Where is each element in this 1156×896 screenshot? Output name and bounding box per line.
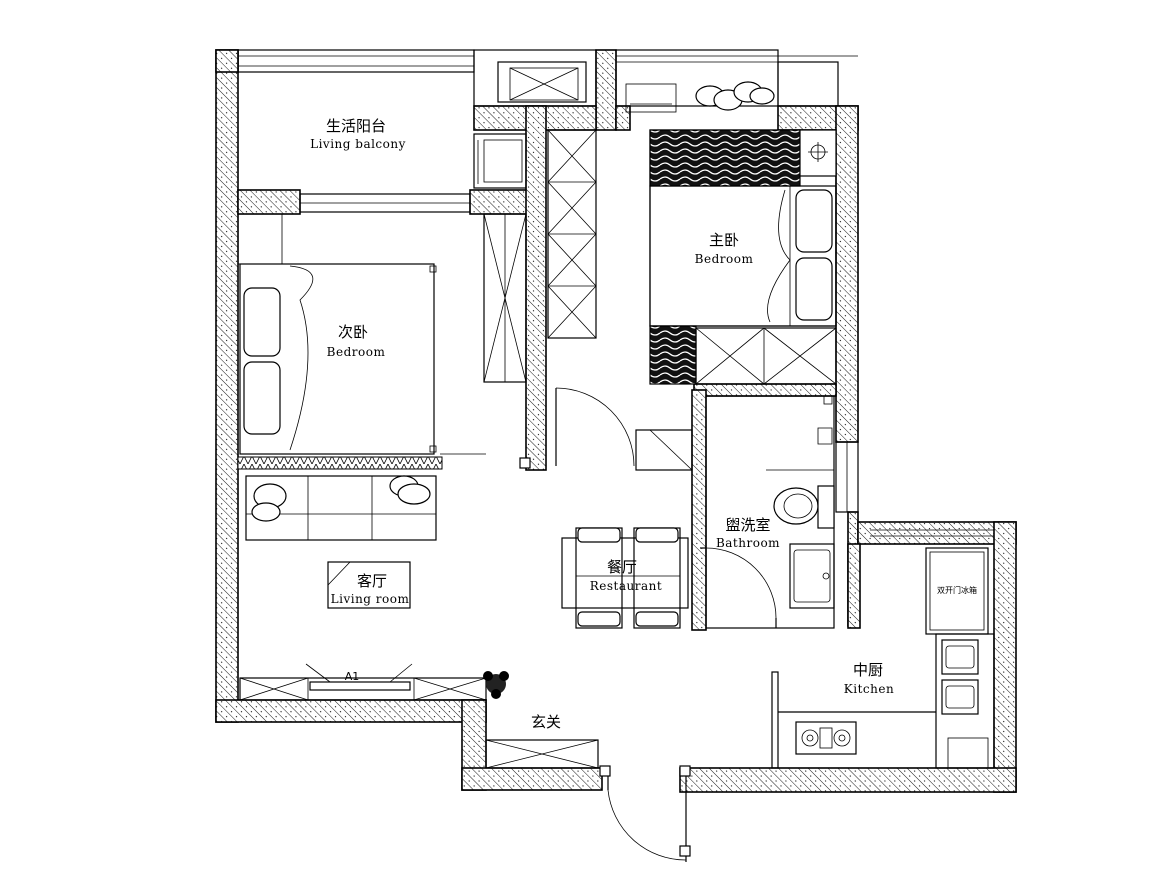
bathroom-label-zh: 盥洗室 [725,516,770,534]
dining-label-en: Restaurant [590,579,662,593]
tv-icon [309,681,411,691]
washing-machine-icon [473,133,527,189]
shoe-cabinet [485,739,599,769]
sink-icon [941,639,979,675]
pillow-icon [795,257,833,321]
kitchen-label-zh: 中厨 [853,661,883,679]
second-bedroom: 次卧 Bedroom [237,213,527,455]
balcony-label-en: Living balcony [310,137,406,151]
entrance: 玄关 [485,713,691,862]
plant-icon [695,81,775,111]
sink-icon [789,543,835,609]
corridor-cabinet [519,129,693,471]
walls [215,49,1017,793]
balcony-label-zh: 生活阳台 [326,117,386,135]
entrance-label: 玄关 [531,713,561,731]
fridge-label: 双开门冰箱 [937,585,977,595]
dining-area: 餐厅 Restaurant [561,527,689,629]
pillow-icon [243,361,281,435]
kitchen: 双开门冰箱 中厨 Kitchen [778,529,995,769]
bathroom-label-en: Bathroom [716,536,780,550]
sink-icon [941,679,979,715]
master-bedroom: 主卧 Bedroom [649,129,837,385]
chair-icon [577,611,621,627]
ac-unit-icon [625,83,677,113]
cushion-icon [389,475,431,505]
living-room-label-zh: 客厅 [357,572,387,590]
plant-icon [483,671,509,699]
kitchen-label-en: Kitchen [844,682,894,696]
shower-icon [817,427,833,445]
stove-icon [795,721,857,755]
dining-label-zh: 餐厅 [607,558,637,576]
master-bedroom-label-en: Bedroom [695,252,754,266]
chair-icon [635,611,679,627]
bathroom: 盥洗室 Bathroom [700,395,859,629]
living-room-label-en: Living room [331,592,410,606]
cushion-icon [251,483,287,522]
chair-icon [577,527,621,543]
living-balcony: 生活阳台 Living balcony [237,49,858,213]
double-bed [649,185,837,327]
tv-cabinet [239,677,487,701]
master-bedroom-label-zh: 主卧 [709,231,739,249]
chair-icon [635,527,679,543]
ac-label: A1 [345,670,360,683]
sofa [245,475,437,541]
second-bedroom-label-en: Bedroom [327,345,386,359]
wardrobe [695,327,837,385]
pillow-icon [795,189,833,253]
living-room: 客厅 Living room A1 [239,475,509,701]
toilet-icon [773,487,819,525]
second-bedroom-label-zh: 次卧 [338,323,368,341]
dining-table [561,537,689,609]
pillow-icon [243,287,281,357]
